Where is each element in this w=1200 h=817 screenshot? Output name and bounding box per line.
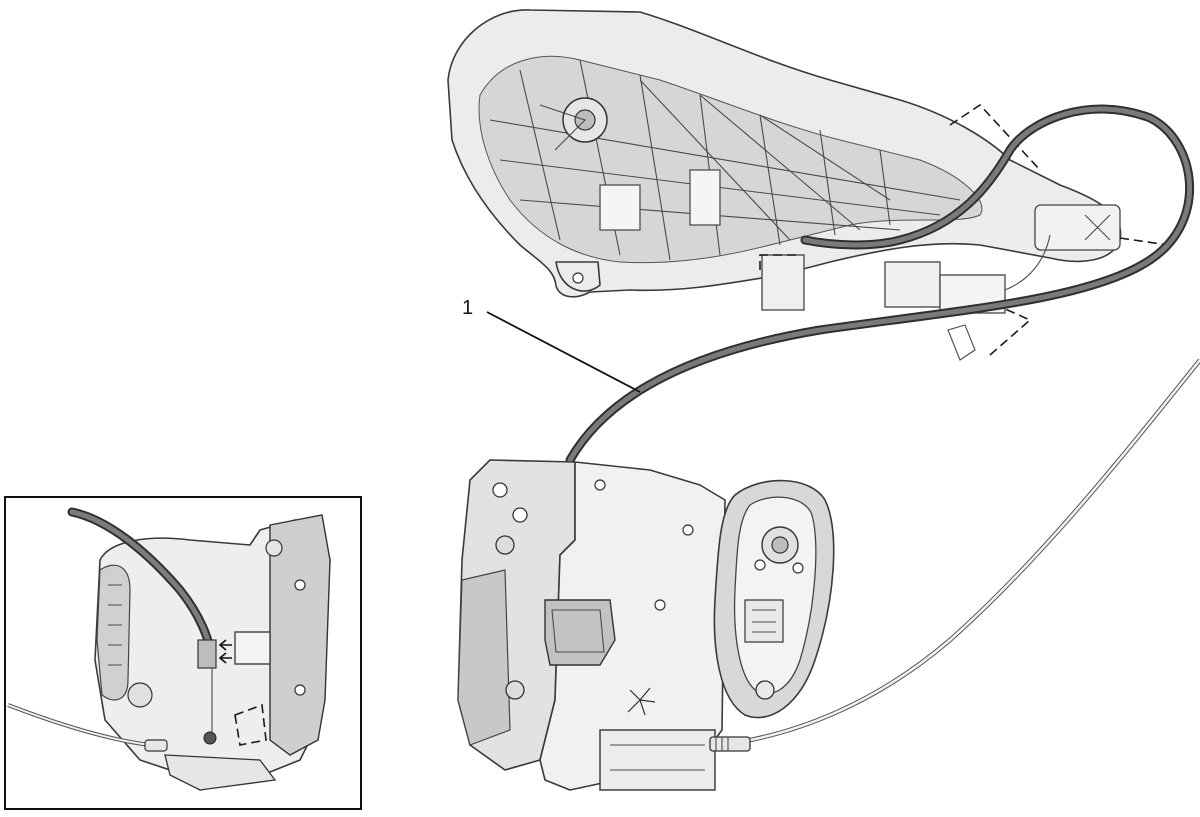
cable-ferrule: [709, 736, 751, 752]
callout-1: 1: [462, 297, 641, 393]
callout-1-leader-line: [486, 311, 641, 393]
inset-detail: [4, 496, 362, 810]
door-handle-frame: [447, 9, 1122, 311]
lock-actuator-gasket: [713, 479, 835, 719]
sun-symbol-icon: [627, 687, 656, 716]
release-cable: [565, 104, 1200, 748]
callout-1-label: 1: [462, 297, 473, 319]
door-latch-assembly: [457, 459, 726, 791]
